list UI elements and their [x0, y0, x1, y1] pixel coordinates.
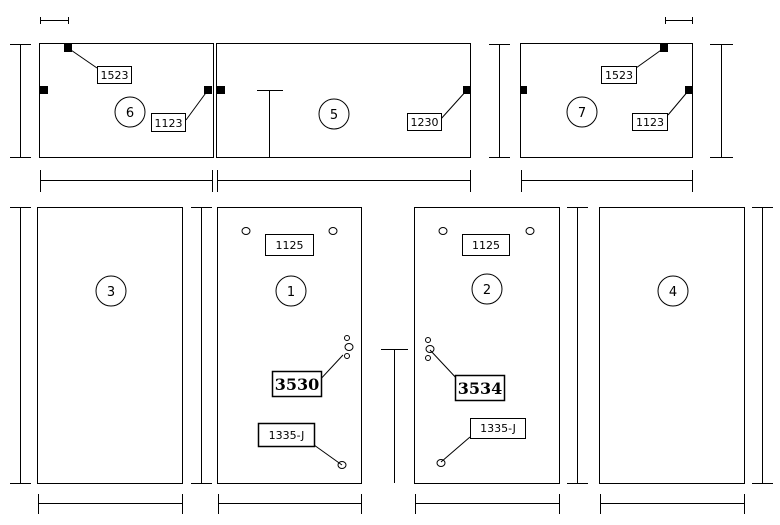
label-p6-side: 1123	[155, 117, 183, 130]
panel-2	[414, 207, 560, 484]
panel-number-5: 5	[330, 108, 338, 123]
panel-number-6: 6	[126, 106, 134, 121]
panel-number-3: 3	[107, 285, 115, 300]
label-p1-top: 1125	[276, 239, 304, 252]
label-p2-top: 1125	[472, 239, 500, 252]
panel-4	[599, 207, 745, 484]
label-p2-mid: 3534	[458, 379, 503, 398]
label-p7-side: 1123	[636, 116, 664, 129]
leader-lines	[67, 47, 690, 466]
drill-holes	[241, 227, 535, 469]
panel-number-1: 1	[287, 285, 295, 300]
panel-1	[217, 207, 362, 484]
panel-3	[37, 207, 183, 484]
panel-number-2: 2	[483, 283, 491, 298]
label-p6-top: 1523	[101, 69, 129, 82]
panel-number-7: 7	[578, 106, 586, 121]
label-p1-bottom: 1335-J	[269, 429, 305, 442]
panel-6	[39, 43, 214, 158]
hardware-markers	[40, 44, 693, 94]
label-p5-side: 1230	[411, 116, 439, 129]
dimension-lines-bottom	[10, 207, 773, 514]
label-p2-bottom: 1335-J	[480, 422, 516, 435]
panel-number-4: 4	[669, 285, 677, 300]
label-p7-top: 1523	[605, 69, 633, 82]
dimension-lines-top	[10, 17, 733, 192]
panel-7	[520, 43, 693, 158]
panel-number-circles	[95, 96, 689, 307]
label-p1-mid: 3530	[275, 375, 320, 394]
label-boxes	[97, 66, 668, 448]
panel-5	[216, 43, 471, 158]
